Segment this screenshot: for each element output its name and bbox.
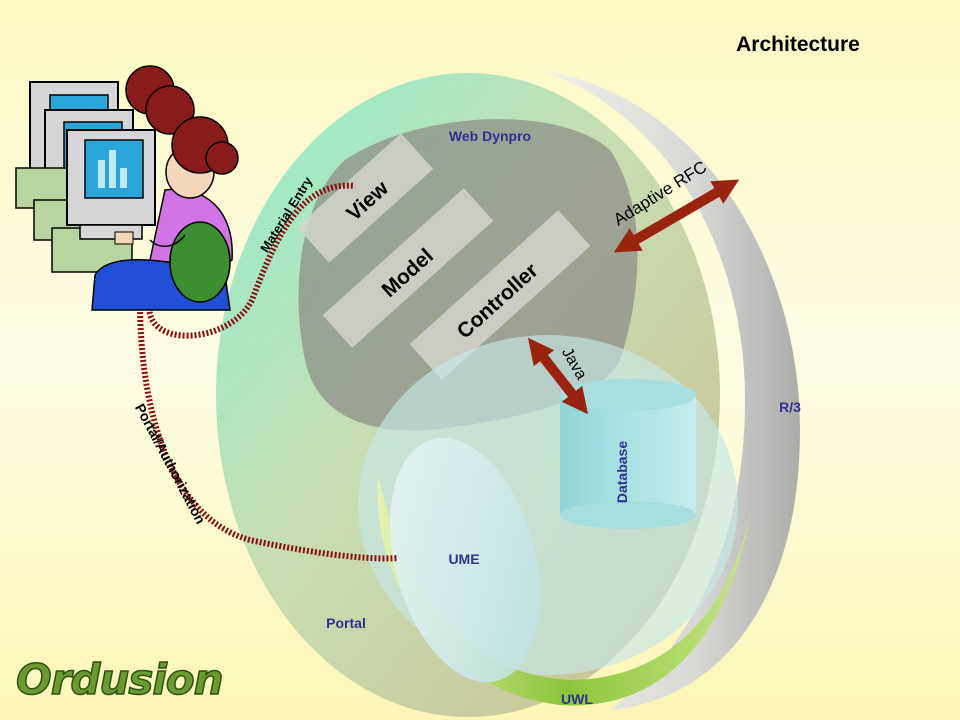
java-arrow	[527, 337, 589, 415]
r3-label: R/3	[779, 399, 801, 415]
material-entry-connector	[146, 182, 356, 339]
controller-block	[409, 210, 591, 380]
view-block	[296, 133, 434, 263]
database-label: Database	[614, 441, 630, 503]
adaptive-rfc-arrow	[613, 179, 740, 253]
ume-label: UME	[448, 551, 479, 567]
ume-ellipse	[390, 437, 540, 683]
users-computers-icon	[15, 65, 239, 311]
web-dynpro-label: Web Dynpro	[449, 128, 531, 144]
portal-authorization-label: Portal/Authorization	[132, 401, 209, 527]
slide-title: Architecture	[736, 33, 860, 56]
uwl-label: UWL	[561, 691, 593, 707]
database-cylinder	[560, 379, 696, 529]
portal-label: Portal	[326, 615, 366, 631]
model-block	[322, 188, 494, 348]
ordusion-logo: Ordusion	[16, 655, 223, 704]
